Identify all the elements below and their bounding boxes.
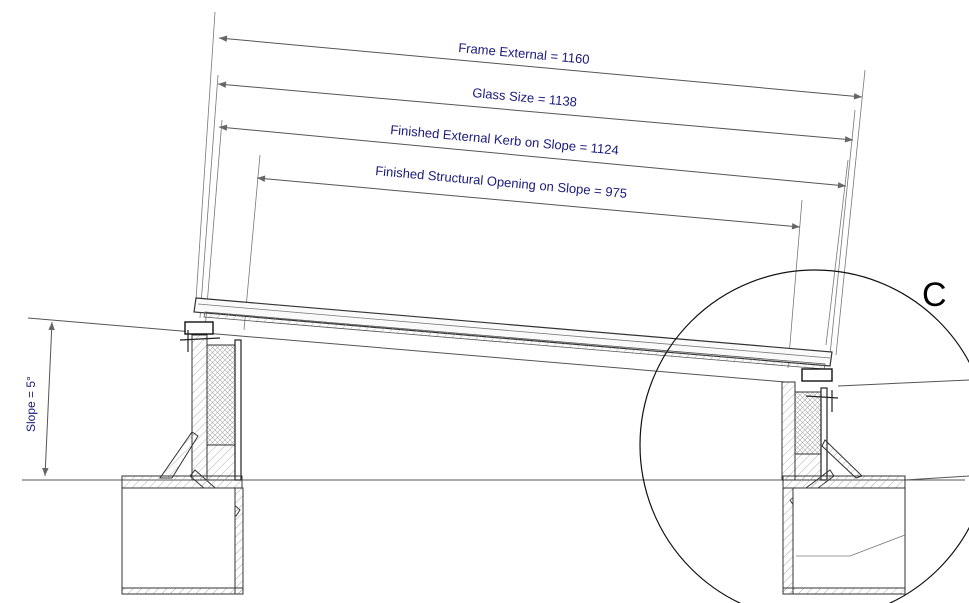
extension-lines-right xyxy=(787,69,866,369)
glass-size-label: Glass Size = 1138 xyxy=(472,85,578,109)
glass-unit xyxy=(193,297,833,370)
frame-external-label: Frame External = 1160 xyxy=(458,40,590,67)
right-base xyxy=(782,475,906,595)
slope-label: Slope = 5° xyxy=(24,376,38,432)
detail-callout-circle xyxy=(639,269,969,603)
structural-opening-label: Finished Structural Opening on Slope = 9… xyxy=(375,163,628,201)
left-base xyxy=(121,475,244,595)
extension-lines-left xyxy=(195,11,261,331)
external-kerb-label: Finished External Kerb on Slope = 1124 xyxy=(390,122,620,158)
dimension-lines xyxy=(217,35,863,230)
detail-callout-label: C xyxy=(922,276,947,314)
